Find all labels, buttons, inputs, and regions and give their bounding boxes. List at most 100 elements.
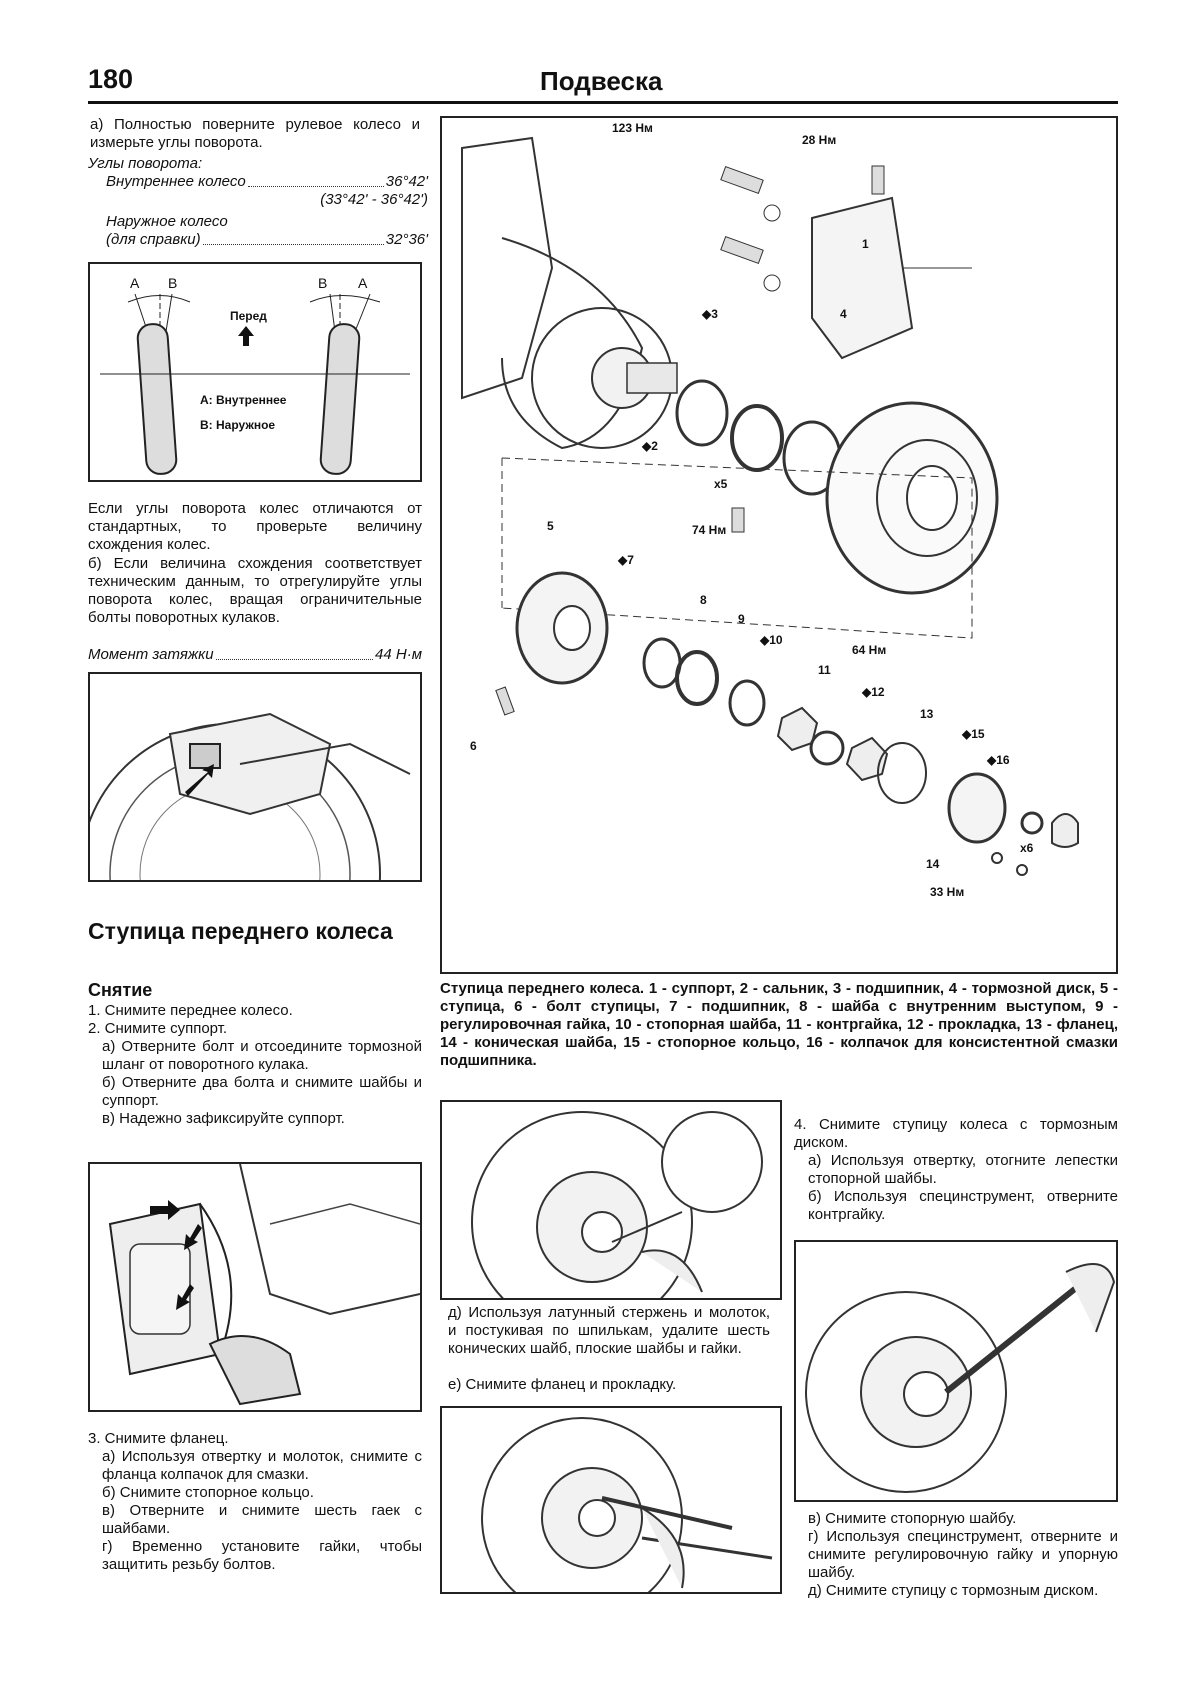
flange-steps: 3. Снимите фланец. а) Используя отвертку…: [88, 1430, 422, 1574]
detail-circle: [661, 1111, 763, 1213]
step-4d: д) Снимите ступицу с тормозным диском.: [808, 1582, 1099, 1599]
seal-part: [675, 379, 729, 447]
front-label: Перед: [230, 309, 267, 323]
part-label: 6: [470, 739, 477, 753]
removal-step: 1. Снимите переднее колесо.: [88, 1002, 293, 1019]
middle-step-d: д) Используя латунный стержень и молоток…: [448, 1304, 770, 1357]
step-4b: б) Используя специнструмент, отверните к…: [808, 1188, 1118, 1223]
part-label: 13: [920, 707, 934, 721]
removal-step: 2. Снимите суппорт.: [88, 1020, 228, 1037]
caliper-part: [811, 196, 914, 360]
hub-exploded-view: 123 Нм 28 Нм 1 ◆2 ◆3 4 5 6 ◆7 8 9 ◆10 11…: [461, 121, 1079, 899]
page-title: Подвеска: [540, 66, 663, 96]
label-a-left: A: [130, 275, 140, 291]
label-b-right: B: [318, 275, 327, 291]
flange-step: в) Отверните и снимите шесть гаек с шайб…: [102, 1502, 422, 1537]
part-label: 8: [700, 593, 707, 607]
torque-74-label: 74 Нм: [692, 523, 726, 537]
part-label: ◆15: [961, 727, 985, 741]
inner-wheel-range: (33°42' - 36°42'): [320, 191, 428, 208]
spec-title: Углы поворота:: [88, 155, 203, 172]
legend-a: A: Внутреннее: [200, 393, 287, 407]
exploded-hub-diagram: 123 Нм 28 Нм 1 ◆2 ◆3 4 5 6 ◆7 8 9 ◆10 11…: [440, 116, 1118, 974]
step-b-para: б) Если величина схождения соответствует…: [88, 555, 422, 626]
steering-angle-diagram: A B B A Перед A: Внутреннее B: Наружное: [88, 262, 422, 482]
torque-123-label: 123 Нм: [612, 121, 653, 135]
flange-step: 3. Снимите фланец.: [88, 1430, 229, 1447]
removal-step: а) Отверните болт и отсоедините тормозно…: [102, 1038, 422, 1073]
caliper-removal-illustration: [88, 1162, 422, 1412]
arrow-icon: [184, 1224, 202, 1250]
right-step-4: 4. Снимите ступицу колеса с тормозным ди…: [794, 1116, 1118, 1224]
steering-angles-spec: Углы поворота: Внутреннее колесо 36°42' …: [88, 155, 428, 249]
caliper-drawing: [108, 1163, 421, 1406]
part-label: ◆7: [617, 553, 634, 567]
arrow-icon: [176, 1284, 194, 1310]
stop-bolt: [189, 743, 221, 769]
header-rule: [88, 101, 1118, 104]
part-label: ◆3: [701, 307, 718, 321]
part-label: 14: [926, 857, 940, 871]
part-label: ◆10: [759, 633, 783, 647]
step-4g: г) Используя специнструмент, отверните и…: [808, 1528, 1118, 1581]
stop-bolt-illustration: [79, 672, 422, 1025]
torque-label: Момент затяжки: [88, 646, 214, 663]
removal-step: б) Отверните два болта и снимите шайбы и…: [102, 1074, 422, 1109]
arrow-icon: [150, 1200, 180, 1220]
locknut-special-tool-drawing: [805, 1263, 1116, 1493]
check-alignment-para: Если углы поворота колес отличаются от с…: [88, 500, 422, 553]
part-label: 4: [840, 307, 847, 321]
flange-step: б) Снимите стопорное кольцо.: [102, 1484, 314, 1501]
brass-rod-illustration: [440, 1406, 782, 1619]
x5-label: x5: [714, 477, 728, 491]
bearing-part: [730, 404, 784, 472]
torque-spec-row: Момент затяжки 44 Н·м: [88, 646, 422, 664]
flange-step: г) Временно установите гайки, чтобы защи…: [102, 1538, 422, 1573]
right-step-4-cont: в) Снимите стопорную шайбу. г) Используя…: [794, 1510, 1118, 1600]
outer-wheel-value: 32°36': [385, 231, 428, 248]
step-4a: а) Используя отвертку, отогните лепестки…: [808, 1152, 1118, 1187]
step-4: 4. Снимите ступицу колеса с тормозным ди…: [794, 1116, 1118, 1151]
exploded-diagram-caption: Ступица переднего колеса. 1 - суппорт, 2…: [440, 980, 1118, 1069]
torque-33-label: 33 Нм: [930, 885, 964, 899]
section-title: Ступица переднего колеса: [88, 918, 393, 944]
outer-wheel-label-1: Наружное колесо: [106, 213, 228, 230]
inner-wheel-label: Внутреннее колесо: [106, 173, 246, 190]
x6-label: x6: [1020, 841, 1034, 855]
hub-lock-washer-drawing: [471, 1111, 763, 1333]
page-number: 180: [88, 64, 134, 94]
torque-64-label: 64 Нм: [852, 643, 886, 657]
part-label: ◆16: [986, 753, 1010, 767]
subsection-title: Снятие: [88, 980, 153, 1000]
leader-dots: [247, 173, 384, 187]
steering-angle-illustration: A B B A Перед A: Внутреннее B: Наружное: [100, 275, 410, 475]
leader-dots: [215, 646, 374, 660]
left-wheel-shape: [136, 323, 178, 475]
middle-step-e: е) Снимите фланец и прокладку.: [448, 1376, 677, 1393]
outer-wheel-row: (для справки) 32°36': [88, 231, 428, 249]
right-wheel-shape: [319, 323, 361, 475]
lock-washer-illustration: [440, 1100, 782, 1333]
inner-wheel-value: 36°42': [385, 173, 428, 190]
locknut-illustration: [794, 1240, 1118, 1502]
torque-value: 44 Н·м: [375, 646, 422, 663]
knuckle-stop-bolt-drawing: [79, 712, 411, 1025]
legend-b: B: Наружное: [200, 418, 275, 432]
brass-rod-drawing: [481, 1417, 773, 1619]
torque-28-label: 28 Нм: [802, 133, 836, 147]
step-a-text: а) Полностью поверните рулевое колесо и …: [90, 116, 420, 151]
step-4c: в) Снимите стопорную шайбу.: [808, 1510, 1017, 1527]
flange-step: а) Используя отвертку и молоток, снимите…: [102, 1448, 422, 1483]
outer-wheel-label-2: (для справки): [106, 231, 201, 248]
part-label: 5: [547, 519, 554, 533]
arrow-up-icon: [238, 326, 254, 346]
part-label: ◆12: [861, 685, 885, 699]
part-label: 9: [738, 612, 745, 626]
removal-steps: 1. Снимите переднее колесо. 2. Снимите с…: [88, 1002, 422, 1128]
part-label: 1: [862, 237, 869, 251]
inner-wheel-row: Внутреннее колесо 36°42': [88, 173, 428, 191]
leader-dots: [202, 231, 384, 245]
arrow-icon: [185, 764, 214, 796]
label-a-right: A: [358, 275, 368, 291]
part-label: 11: [818, 663, 831, 677]
